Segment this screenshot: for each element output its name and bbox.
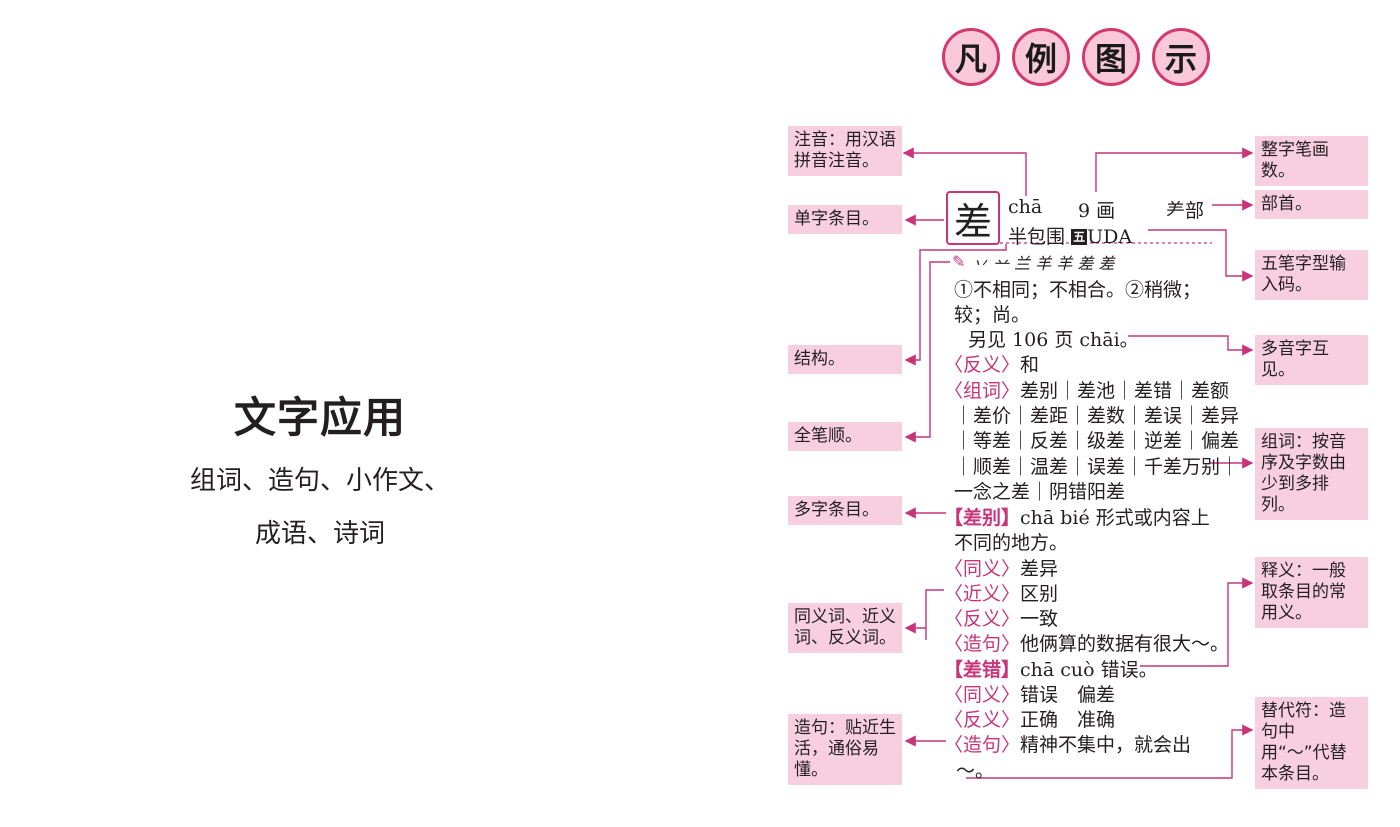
w2-sentence-end: ～。 [956, 760, 995, 782]
antonym-value: 正确 准确 [1020, 709, 1116, 731]
w2-sentence: 〈造句〉精神不集中，就会出 [944, 730, 1191, 757]
antonym-tag: 〈反义〉 [944, 709, 1021, 731]
w1-sentence: 〈造句〉他俩算的数据有很大～。 [944, 629, 1229, 656]
word-group-text: 差别｜差池｜差错｜差额 [1020, 380, 1230, 402]
legend-heading: 凡 例 图 示 [942, 28, 1214, 88]
label-substitute: 替代符：造句中用“～”代替本条目。 [1255, 697, 1368, 789]
word-entry-2: 【差错】chā cuò 错误。 [944, 655, 1158, 682]
label-radical: 部首。 [1255, 190, 1368, 219]
w1-near: 〈近义〉区别 [944, 579, 1058, 606]
entry-structure: 半包围 [1008, 226, 1066, 248]
word-group-line-3: ｜等差｜反差｜级差｜逆差｜偏差 [954, 430, 1240, 452]
heading-char: 示 [1152, 28, 1210, 86]
subtitle-line-2: 成语、诗词 [254, 519, 385, 549]
label-sentence: 造句：贴近生活，通俗易懂。 [788, 714, 902, 785]
label-multi-entry: 多字条目。 [788, 496, 902, 525]
word-entry-definition: chā cuò 错误。 [1020, 659, 1158, 681]
word-group-line-2: ｜差价｜差距｜差数｜差误｜差异 [954, 405, 1240, 427]
entry-radical: ⺶部 [1166, 200, 1205, 222]
word-group-tag: 〈组词〉 [944, 380, 1021, 402]
word-group-line-4: ｜顺差｜温差｜误差｜千差万别｜ [954, 456, 1240, 478]
word-entry-1: 【差别】chā bié 形式或内容上 [944, 503, 1210, 530]
sentence-tag: 〈造句〉 [944, 633, 1021, 655]
near-value: 区别 [1020, 583, 1059, 605]
heading-char: 凡 [942, 28, 1000, 86]
label-structure: 结构。 [788, 345, 902, 374]
label-definition: 释义：一般取条目的常用义。 [1255, 557, 1368, 628]
label-synonyms: 同义词、近义词、反义词。 [788, 603, 902, 653]
pencil-icon: ✎ [952, 252, 966, 271]
sentence-value: 他俩算的数据有很大～。 [1020, 633, 1230, 655]
synonym-value: 差异 [1020, 558, 1059, 580]
entry-head-char: 差 [946, 191, 1000, 245]
word-entry-head: 【差错】 [944, 659, 1021, 681]
meaning-line-2: 较；尚。 [954, 304, 1031, 326]
sentence-value: 精神不集中，就会出 [1020, 734, 1192, 756]
page-title: 文字应用 [233, 393, 406, 442]
antonym-line: 〈反义〉和 [944, 350, 1039, 377]
heading-char: 例 [1012, 28, 1070, 86]
label-polyphone: 多音字互见。 [1255, 335, 1368, 385]
word-group-line-5: 一念之差｜阴错阳差 [954, 481, 1126, 503]
synonym-tag: 〈同义〉 [944, 684, 1021, 706]
wubi-badge: 五 [1071, 229, 1088, 245]
word-entry-1-def-2: 不同的地方。 [954, 532, 1069, 554]
word-entry-definition: chā bié 形式或内容上 [1020, 507, 1210, 529]
w2-antonym: 〈反义〉正确 准确 [944, 705, 1115, 732]
antonym-tag: 〈反义〉 [944, 608, 1021, 630]
sentence-tag: 〈造句〉 [944, 734, 1021, 756]
label-single-entry: 单字条目。 [788, 205, 902, 234]
antonym-value: 一致 [1020, 608, 1059, 630]
near-tag: 〈近义〉 [944, 583, 1021, 605]
stroke-order: 丷 䒑 兰 羊 羊 差 差 [972, 254, 1115, 273]
synonym-value: 错误 偏差 [1020, 684, 1116, 706]
label-pinyin: 注音：用汉语拼音注音。 [788, 126, 902, 176]
w1-antonym: 〈反义〉一致 [944, 604, 1058, 631]
heading-char: 图 [1082, 28, 1140, 86]
entry-wubi-code: UDA [1087, 226, 1133, 248]
label-full-strokes: 全笔顺。 [788, 422, 902, 451]
see-also: 另见 106 页 chāi。 [968, 329, 1139, 351]
entry-strokes: 9 画 [1078, 200, 1116, 222]
w1-synonym: 〈同义〉差异 [944, 554, 1058, 581]
antonym-value: 和 [1020, 354, 1040, 376]
w2-synonym: 〈同义〉错误 偏差 [944, 680, 1115, 707]
label-stroke-count: 整字笔画数。 [1255, 136, 1368, 186]
synonym-tag: 〈同义〉 [944, 558, 1021, 580]
entry-pinyin: chā [1008, 196, 1043, 218]
antonym-tag: 〈反义〉 [944, 354, 1021, 376]
word-entry-head: 【差别】 [944, 507, 1021, 529]
word-group-line-1: 〈组词〉差别｜差池｜差错｜差额 [944, 376, 1229, 403]
label-wubi: 五笔字型输入码。 [1255, 250, 1368, 300]
subtitle-line-1: 组词、造句、小作文、 [189, 466, 450, 496]
label-word-group: 组词：按音序及字数由少到多排列。 [1255, 428, 1368, 520]
meaning-line-1: ①不相同；不相合。②稍微； [954, 279, 1202, 301]
